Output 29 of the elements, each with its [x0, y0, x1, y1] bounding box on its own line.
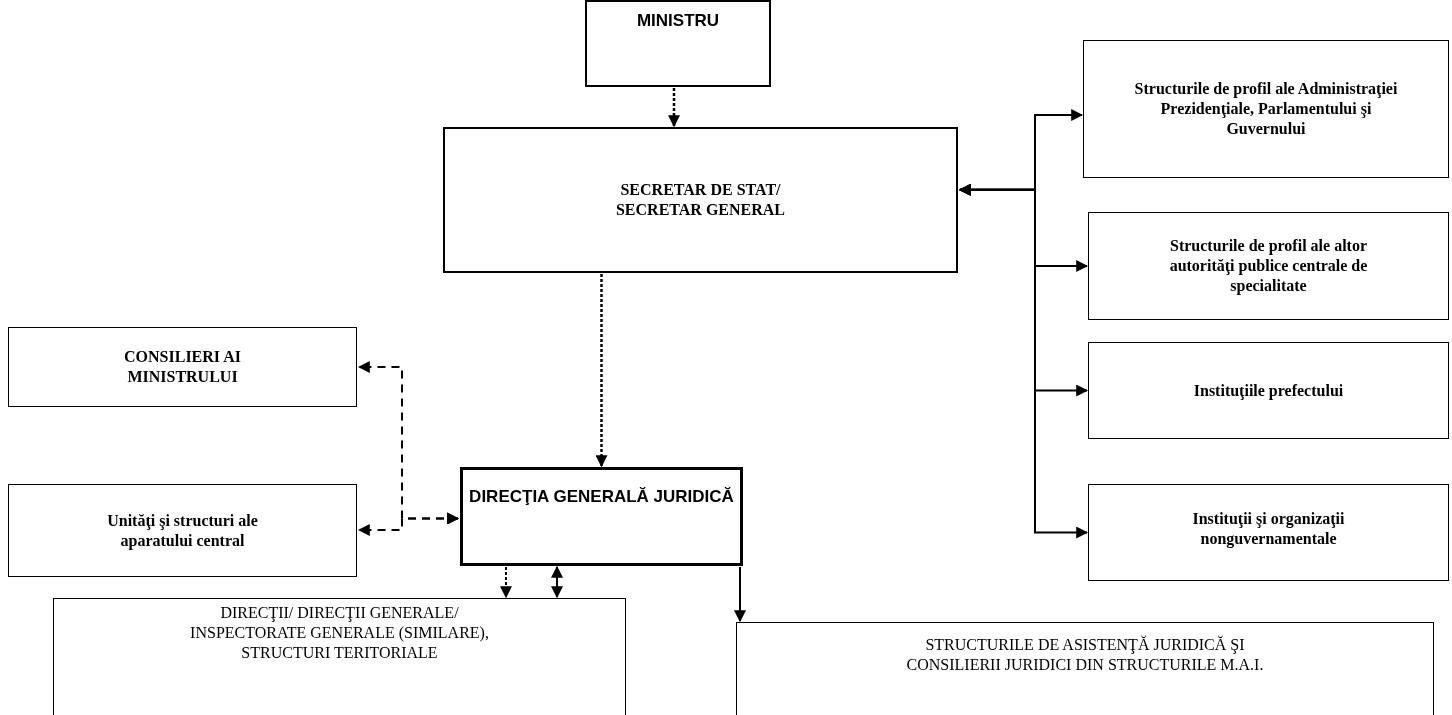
- node-label: DIRECŢII/ DIRECŢII GENERALE/ INSPECTORATE GENERALE (SIMILARE), STRUCTURI TERITORIALE: [189, 603, 490, 663]
- arrow: [357, 512, 460, 536]
- node-label: Instituţiile prefectului: [1192, 380, 1345, 401]
- node-label: MINISTRU: [636, 10, 720, 32]
- node-label: Structurile de profil ale Administraţiei Prezidenţiale, Parlamentului şi Guvernului: [1133, 79, 1399, 139]
- advisors-box: [8, 327, 357, 407]
- legal-structures-box: [736, 622, 1434, 715]
- node-label: Instituţii şi organizaţii nonguvernamentale: [1191, 509, 1346, 549]
- arrow: [595, 274, 608, 468]
- node-label: DIRECŢIA GENERALĂ JURIDICĂ: [469, 486, 734, 508]
- arrow: [500, 566, 512, 599]
- institution-box: [1088, 342, 1449, 439]
- node-label: Structurile de profil ale altor autorităţi publice centrale de specialitate: [1168, 236, 1369, 296]
- units-box: [8, 484, 357, 577]
- node-label: STRUCTURILE DE ASISTENŢĂ JURIDICĂ ŞI CONSILIERII JURIDICI DIN STRUCTURILE M.A.I.: [905, 635, 1265, 675]
- structure-box: [1088, 212, 1449, 320]
- node-label: SECRETAR DE STAT/ SECRETAR GENERAL: [614, 180, 787, 220]
- structure-box: [1083, 40, 1449, 178]
- directorates-box: [53, 598, 626, 715]
- node-label: Unităţi şi structuri ale aparatului central: [106, 510, 259, 551]
- institution-box: [1088, 484, 1449, 581]
- arrow: [958, 183, 1089, 539]
- minister-box: [585, 0, 771, 87]
- arrow: [734, 566, 746, 623]
- arrow: [668, 88, 680, 128]
- arrow: [551, 565, 563, 599]
- directorate-box: [460, 467, 743, 566]
- node-label: CONSILIERI AI MINISTRULUI: [123, 347, 242, 387]
- secretary-box: [443, 127, 958, 273]
